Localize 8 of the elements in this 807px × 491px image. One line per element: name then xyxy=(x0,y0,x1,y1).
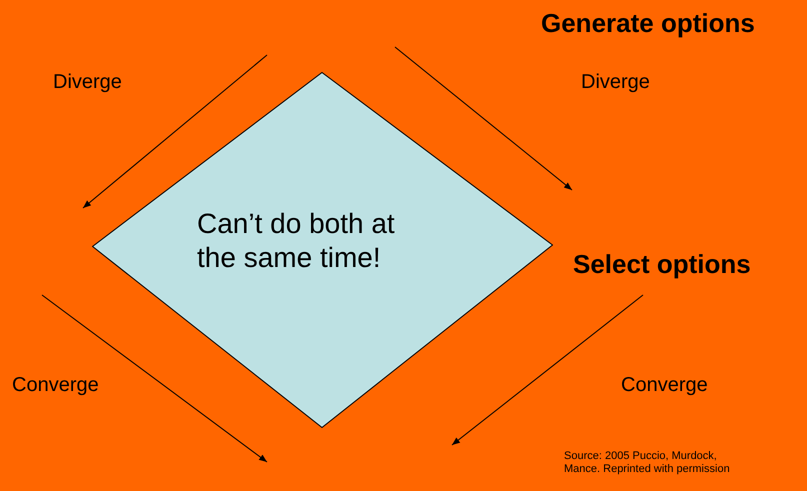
phase-label: Diverge xyxy=(581,71,650,94)
source-note: Source: 2005 Puccio, Murdock, Mance. Reprinted with permission xyxy=(564,450,731,476)
phase-label: Converge xyxy=(12,374,99,397)
phase-label: Diverge xyxy=(53,71,122,94)
stage-heading: Select options xyxy=(573,249,751,280)
stage-heading: Generate options xyxy=(541,8,755,39)
phase-label: Converge xyxy=(621,374,708,397)
diamond-text: Can’t do both at the same time! xyxy=(197,207,396,275)
